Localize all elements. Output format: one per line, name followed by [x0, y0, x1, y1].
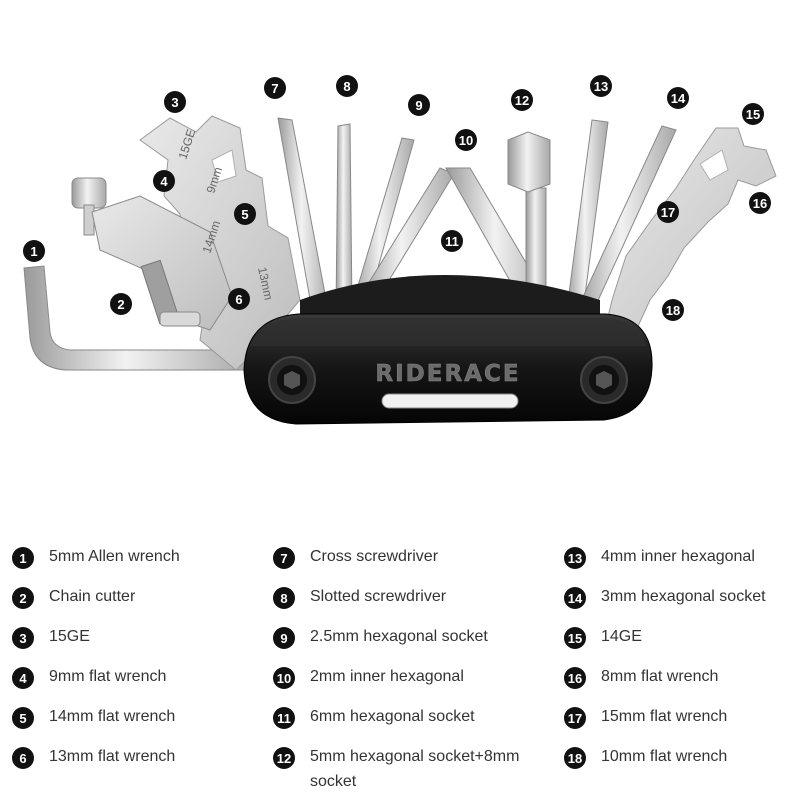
right-wrench-plate [603, 127, 777, 349]
legend-number-badge: 4 [12, 667, 34, 689]
legend-label: 6mm hexagonal socket [310, 708, 475, 725]
marker-2: 2 [110, 293, 132, 315]
legend-number-badge: 11 [273, 707, 295, 729]
marker-17: 17 [657, 201, 679, 223]
legend-item: 18 10mm flat wrench [564, 747, 727, 769]
marker-15: 15 [742, 103, 764, 125]
legend-label: 14mm flat wrench [49, 708, 176, 725]
marker-13: 13 [590, 75, 612, 97]
legend-label: 2.5mm hexagonal socket [310, 628, 488, 645]
legend-number-badge: 14 [564, 587, 586, 609]
legend-item: 13 4mm inner hexagonal [564, 547, 755, 569]
legend-label: 3mm hexagonal socket [601, 588, 766, 605]
legend-label: 13mm flat wrench [49, 748, 176, 765]
legend-item: 2 Chain cutter [12, 587, 135, 609]
legend-item: 8 Slotted screwdriver [273, 587, 446, 609]
parts-legend: 1 5mm Allen wrench 2 Chain cutter 3 15GE… [0, 540, 800, 800]
legend-label: 5mm Allen wrench [49, 548, 180, 565]
left-wrench-cutout [211, 149, 237, 183]
marker-8: 8 [336, 75, 358, 97]
chain-cutter-shape [71, 177, 233, 331]
marker-5: 5 [234, 203, 256, 225]
legend-number-badge: 16 [564, 667, 586, 689]
marker-3: 3 [164, 91, 186, 113]
legend-label: 8mm flat wrench [601, 668, 719, 685]
legend-number-badge: 1 [12, 547, 34, 569]
marker-18: 18 [662, 299, 684, 321]
marker-6: 6 [228, 288, 250, 310]
slotted-screwdriver-shape [335, 123, 353, 313]
legend-item: 15 14GE [564, 627, 642, 649]
legend-item: 14 3mm hexagonal socket [564, 587, 766, 609]
marker-7: 7 [264, 77, 286, 99]
legend-number-badge: 6 [12, 747, 34, 769]
right-bolt-icon [580, 356, 628, 404]
legend-label: 15mm flat wrench [601, 708, 728, 725]
left-bolt-icon [268, 356, 316, 404]
marker-9: 9 [408, 94, 430, 116]
marker-16: 16 [749, 192, 771, 214]
legend-number-badge: 17 [564, 707, 586, 729]
marker-14: 14 [667, 87, 689, 109]
body-slot [381, 393, 519, 409]
legend-item: 3 15GE [12, 627, 90, 649]
legend-item: 10 2mm inner hexagonal [273, 667, 464, 689]
legend-item: 7 Cross screwdriver [273, 547, 438, 569]
legend-item: 1 5mm Allen wrench [12, 547, 180, 569]
legend-label: 5mm hexagonal socket+8mm socket [310, 748, 520, 790]
tool-body-highlight [250, 318, 646, 346]
product-illustration: RIDERACE 15GE 9mm 14mm 13mm 1 2 3 4 5 6 … [23, 75, 777, 425]
legend-item: 6 13mm flat wrench [12, 747, 175, 769]
legend-label: 2mm inner hexagonal [310, 668, 464, 685]
legend-number-badge: 8 [273, 587, 295, 609]
legend-number-badge: 10 [273, 667, 295, 689]
legend-label: 15GE [49, 628, 90, 645]
right-wrench-cutout [699, 149, 729, 181]
legend-item: 11 6mm hexagonal socket [273, 707, 475, 729]
legend-item: 5 14mm flat wrench [12, 707, 175, 729]
legend-label: Chain cutter [49, 588, 136, 605]
legend-item: 12 5mm hexagonal socket+8mm socket [273, 747, 548, 794]
legend-item: 17 15mm flat wrench [564, 707, 727, 729]
marker-12: 12 [511, 89, 533, 111]
marker-10: 10 [455, 129, 477, 151]
engraving-13mm: 13mm [255, 266, 276, 302]
legend-label: 9mm flat wrench [49, 668, 167, 685]
marker-11: 11 [441, 230, 463, 252]
legend-label: Cross screwdriver [310, 548, 439, 565]
legend-number-badge: 18 [564, 747, 586, 769]
legend-item: 9 2.5mm hexagonal socket [273, 627, 488, 649]
brand-logo: RIDERACE [375, 361, 520, 387]
legend-label: 4mm inner hexagonal [601, 548, 755, 565]
marker-1: 1 [23, 240, 45, 262]
legend-label: 10mm flat wrench [601, 748, 728, 765]
marker-4: 4 [153, 170, 175, 192]
legend-number-badge: 7 [273, 547, 295, 569]
legend-label: Slotted screwdriver [310, 588, 447, 605]
legend-number-badge: 12 [273, 747, 295, 769]
legend-number-badge: 15 [564, 627, 586, 649]
legend-number-badge: 13 [564, 547, 586, 569]
legend-item: 16 8mm flat wrench [564, 667, 718, 689]
legend-number-badge: 5 [12, 707, 34, 729]
legend-item: 4 9mm flat wrench [12, 667, 166, 689]
legend-number-badge: 2 [12, 587, 34, 609]
legend-label: 14GE [601, 628, 642, 645]
multitool-drawing: RIDERACE 15GE 9mm 14mm 13mm [23, 115, 777, 425]
legend-number-badge: 9 [273, 627, 295, 649]
legend-number-badge: 3 [12, 627, 34, 649]
